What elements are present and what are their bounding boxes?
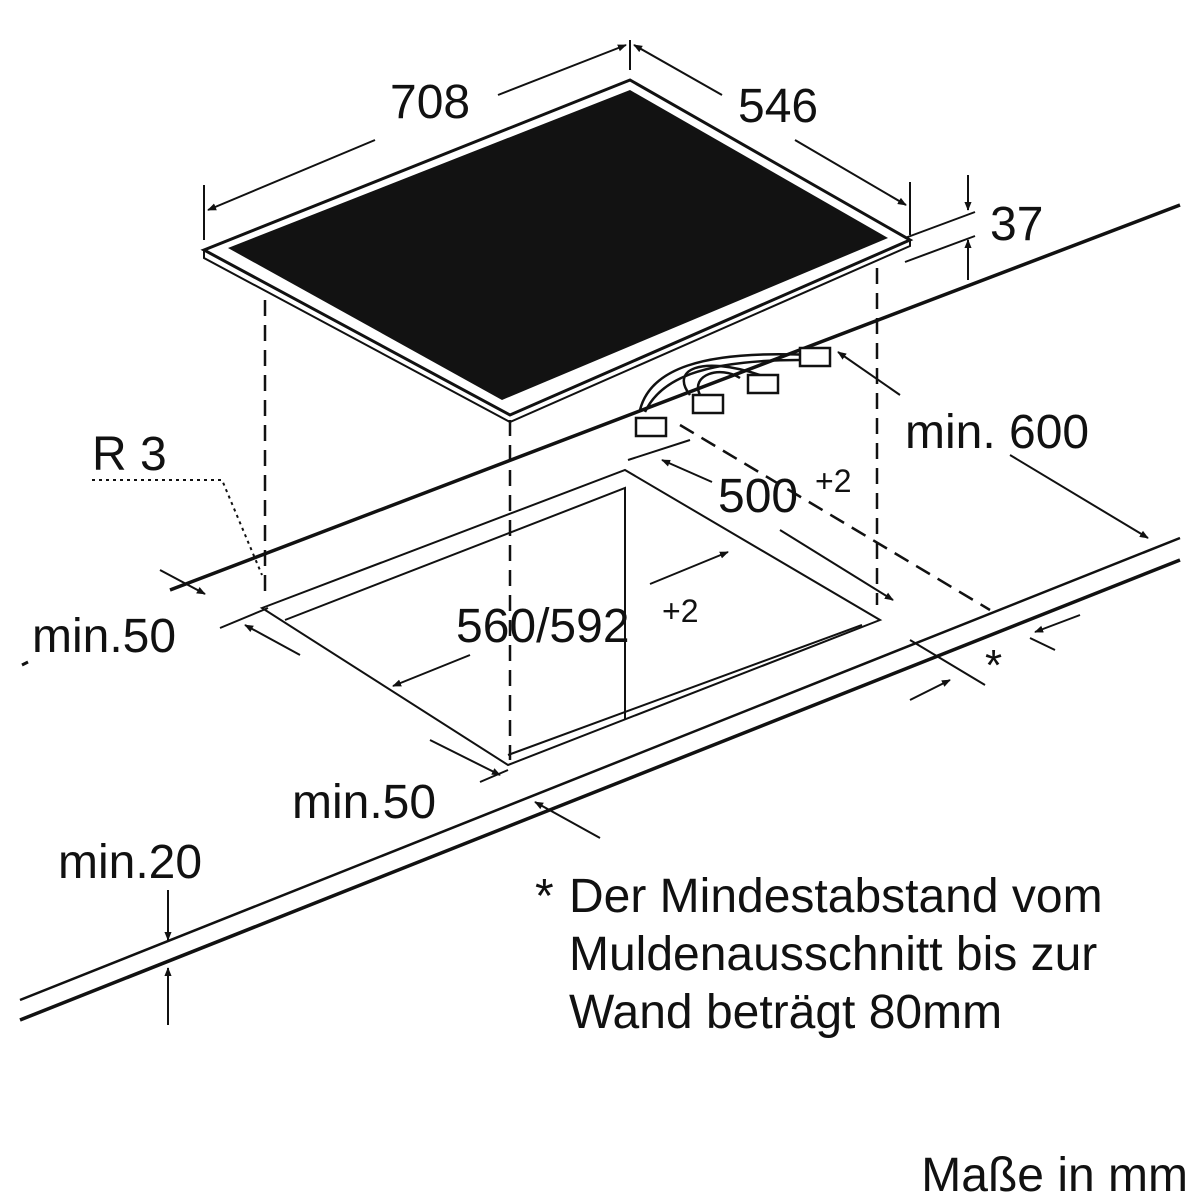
dim-600-b: [1009, 454, 1149, 539]
label-front-min20: min.20: [58, 836, 202, 889]
footnote-line-2: Muldenausschnitt bis zur: [569, 928, 1098, 981]
ext-front50: [479, 769, 509, 783]
label-height: 37: [990, 198, 1043, 251]
plug-3: [746, 373, 780, 395]
ext-side50: [219, 607, 269, 629]
cable-3: [696, 370, 741, 396]
dim-560-a: [392, 654, 471, 687]
label-cutout-width-tolerance: +2: [662, 593, 698, 629]
cutout-front-inner: [507, 624, 863, 756]
dim-546-b: [794, 139, 907, 206]
label-wall-marker: *: [985, 641, 1002, 690]
cutout-outline: [259, 468, 883, 767]
projection-back: [679, 423, 991, 612]
cable-1: [638, 353, 811, 411]
dimension-labels: 708 546 37 min. 600 R 3 500 +2 560/592 +…: [32, 76, 1089, 889]
worktop-left-stub: [21, 660, 29, 667]
projection-lines: [263, 268, 991, 760]
worktop-back-edge: [169, 203, 1181, 592]
label-radius: R 3: [92, 428, 167, 481]
units-label: Maße in mm: [921, 1149, 1188, 1202]
label-depth: 546: [738, 80, 818, 133]
ext-500-back: [627, 439, 691, 461]
dim-708-b: [497, 44, 627, 96]
footnote-line-1: Der Mindestabstand vom: [569, 870, 1103, 923]
dim-546-a: [633, 44, 723, 96]
label-cutout-depth: 500: [718, 470, 798, 523]
ext-37-top: [904, 211, 976, 239]
dim-star-a: [909, 679, 951, 701]
label-width: 708: [390, 76, 470, 129]
cutout-inner-wall: [284, 486, 626, 720]
dim-front50-b: [534, 801, 601, 839]
ext-37-bottom: [904, 235, 976, 263]
cable-1b: [643, 358, 801, 413]
label-front-min50: min.50: [292, 776, 436, 829]
label-cable-clearance: min. 600: [905, 406, 1089, 459]
cable-2: [682, 364, 761, 396]
ext-star: [909, 639, 986, 686]
hob-edge-highlight-left: [239, 261, 501, 406]
footnote-marker: *: [535, 870, 554, 923]
dim-star-b: [1034, 614, 1081, 633]
worktop-front-edge-bottom: [19, 558, 1181, 1022]
footnote: * Der Mindestabstand vom Muldenausschnit…: [535, 868, 1195, 1042]
radius-leader: [92, 479, 263, 576]
dim-front50-a: [429, 739, 501, 776]
dim-500-a: [661, 459, 713, 483]
worktop-edges: [19, 203, 1181, 1022]
dim-side50-b: [244, 624, 301, 656]
hob-glass: [228, 90, 888, 400]
dim-side50-a: [159, 569, 206, 595]
plug-4: [798, 346, 832, 368]
dim-708-a: [207, 139, 376, 211]
ext-star-b: [1029, 637, 1056, 651]
cutout: [259, 468, 883, 767]
label-cutout-depth-tolerance: +2: [815, 463, 851, 499]
dimension-lines: [92, 40, 1149, 1025]
plug-1: [634, 416, 668, 438]
dim-500-b: [779, 529, 894, 601]
power-cables: [634, 346, 832, 438]
dim-560-b: [649, 551, 729, 585]
dim-600-a: [837, 351, 901, 396]
footnote-line-3: Wand beträgt 80mm: [569, 986, 1003, 1039]
label-cutout-width: 560/592: [456, 600, 630, 653]
label-side-min50: min.50: [32, 610, 176, 663]
hob-edge-highlight-front: [499, 247, 881, 406]
worktop-front-edge-top: [19, 536, 1181, 1002]
plug-2: [691, 393, 725, 415]
